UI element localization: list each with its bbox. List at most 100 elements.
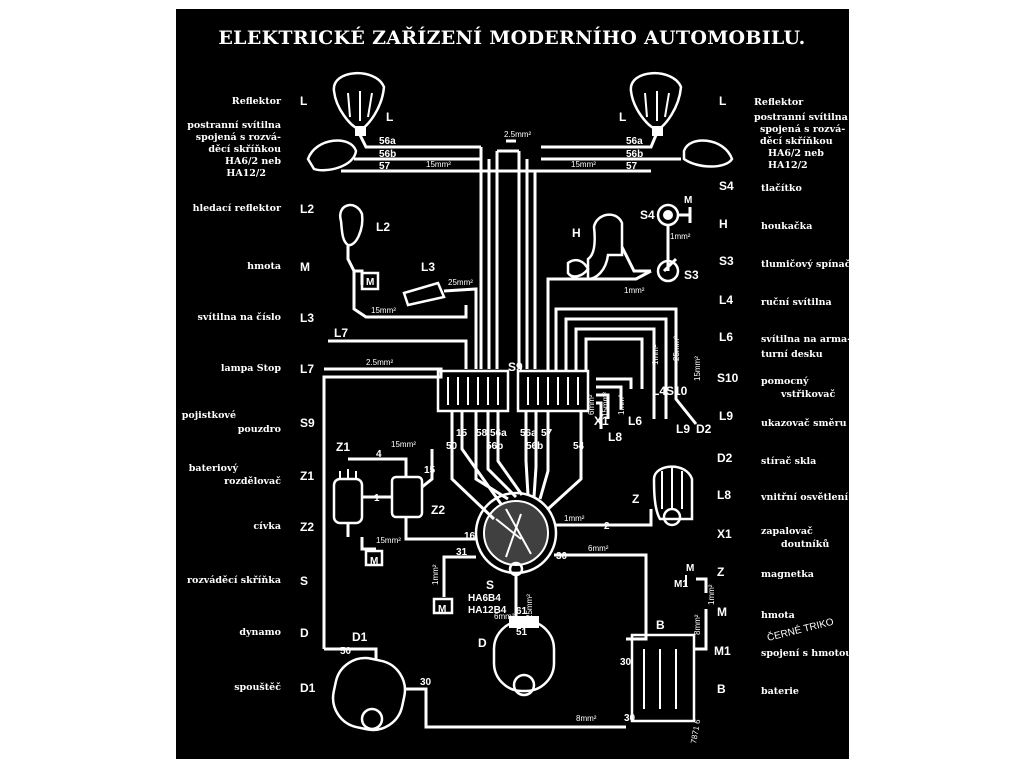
wire-16: 16 <box>464 531 476 542</box>
label-d1: D1 <box>352 630 368 644</box>
ground-left <box>354 269 380 291</box>
wire-1: 1 <box>374 493 380 504</box>
legend-left-code-z2: Z2 <box>300 520 314 534</box>
size-right-15: 15mm² <box>571 160 596 169</box>
legend-left-lampa-stop: lampa Stop <box>221 363 282 374</box>
legend-right-baterie: baterie <box>761 686 799 697</box>
size-bus-c: 1mm² <box>617 394 626 415</box>
label-l4: L4 <box>652 384 666 398</box>
legend-left-code-l7: L7 <box>300 362 314 376</box>
size-left-15: 15mm² <box>426 160 451 169</box>
label-l9: L9 <box>676 422 690 436</box>
label-d: D <box>478 636 487 650</box>
search-lamp-l2 <box>338 203 468 319</box>
size-l9: 15mm² <box>693 356 702 381</box>
wire-left-56b: 56b <box>379 149 396 160</box>
legend-left-reflektor: Reflektor <box>232 96 282 107</box>
legend-right-spojeni: spojení s hmotou <box>761 648 849 659</box>
wire-30-label: 30 <box>556 551 568 562</box>
bus-58: 58 <box>476 428 488 439</box>
legend-right-code-l6: L6 <box>719 330 733 344</box>
legend-right-postranni-1: postranní svítilna <box>754 112 848 123</box>
button-s4 <box>656 203 692 271</box>
label-l6: L6 <box>628 414 642 428</box>
legend-right-pomocny-2: vstřikovač <box>780 389 835 400</box>
right-side-lamp <box>682 139 734 168</box>
size-top: 2.5mm² <box>504 130 531 139</box>
legend-left-hledaci: hledací reflektor <box>193 203 282 214</box>
legend-left-code-d: D <box>300 626 309 640</box>
label-s4: S4 <box>640 208 655 222</box>
fuse-box-right <box>516 369 590 413</box>
size-d-feed-2: 6mm² <box>494 612 515 621</box>
legend-right-postranni-4: HA6/2 neb <box>768 148 824 159</box>
legend-left-code-s9: S9 <box>300 416 315 430</box>
label-x1: X1 <box>594 414 609 428</box>
label-m-left: M <box>366 277 374 288</box>
coil-z2 <box>348 449 476 541</box>
right-legend: L Reflektor postranní svítilna spojená s… <box>714 94 849 697</box>
wire-left-56a: 56a <box>379 136 396 147</box>
legend-right-postranni-2: spojená s rozvá- <box>760 124 845 135</box>
bus-15: 15 <box>456 428 468 439</box>
legend-left-postranni-2: spojená s rozvá- <box>196 132 281 143</box>
wiring-diagram-poster: ELEKTRICKÉ ZAŘÍZENÍ MODERNÍHO AUTOMOBILU… <box>176 9 849 759</box>
legend-right-magnetka: magnetka <box>761 569 814 580</box>
legend-right-postranni-5: HA12/2 <box>768 160 808 171</box>
label-l7: L7 <box>334 326 348 340</box>
wire-51-label: 51 <box>516 627 528 638</box>
legend-right-code-b: B <box>717 682 726 696</box>
legend-right-zapalovac-2: doutníků <box>781 539 829 550</box>
wire-30d-label: 30 <box>624 713 636 724</box>
bus-wires <box>450 411 583 521</box>
size-coil: 15mm² <box>391 440 416 449</box>
ground-box <box>432 597 454 615</box>
wire-2 <box>556 509 653 527</box>
legend-right-code-s3: S3 <box>719 254 734 268</box>
size-batt: 8mm² <box>693 614 702 635</box>
label-z: Z <box>632 492 639 506</box>
legend-left-code-l3: L3 <box>300 311 314 325</box>
legend-left-hmota: hmota <box>247 261 281 272</box>
legend-right-hmota: hmota <box>761 610 795 621</box>
wire-l7 <box>328 339 468 369</box>
wire-right-56b: 56b <box>626 149 643 160</box>
legend-right-code-z: Z <box>717 565 724 579</box>
label-ha12b4: HA12B4 <box>468 605 507 616</box>
distributor-z1 <box>332 469 364 537</box>
legend-left-code-l: L <box>300 94 307 108</box>
label-s9: S9 <box>508 360 523 374</box>
label-b: B <box>656 618 665 632</box>
legend-left-postranni-5: HA12/2 <box>226 168 266 179</box>
size-m1: 1mm² <box>707 584 716 605</box>
wire-30b-label: 30 <box>420 677 432 688</box>
size-main: 8mm² <box>576 714 597 723</box>
label-m-coil: M <box>370 556 378 567</box>
bus-56b-2: 56b <box>526 441 543 452</box>
size-s10: 25mm² <box>672 336 681 361</box>
legend-right-code-l4: L4 <box>719 293 733 307</box>
ground-coil-wire <box>360 537 376 551</box>
size-gen: 6mm² <box>588 544 609 553</box>
label-h: H <box>572 226 581 240</box>
bus-56a-2: 56a <box>520 428 537 439</box>
legend-right-armatura-2: turní desku <box>761 349 823 360</box>
size-bus-b: 15mm² <box>601 392 610 417</box>
legend-left-pojistkove-1: pojistkové <box>182 410 236 421</box>
legend-left-bateriovy-2: rozdělovač <box>224 476 281 487</box>
diagram-title: ELEKTRICKÉ ZAŘÍZENÍ MODERNÍHO AUTOMOBILU… <box>218 26 805 49</box>
bus-56b: 56b <box>486 441 503 452</box>
legend-right-code-d2: D2 <box>717 451 733 465</box>
bus-56a: 56a <box>490 428 507 439</box>
label-z1: Z1 <box>336 440 350 454</box>
legend-right-tlumicovy: tlumičový spínač <box>761 259 849 270</box>
legend-right-postranni-3: děcí skříňkou <box>760 136 833 147</box>
wire-30 <box>554 553 648 641</box>
legend-right-code-s4: S4 <box>719 179 734 193</box>
legend-right-code-x1: X1 <box>717 527 732 541</box>
wire-31 <box>442 555 476 597</box>
size-coil-2: 15mm² <box>376 536 401 545</box>
wire-31-label: 31 <box>456 547 468 558</box>
size-horn: 1mm² <box>624 286 645 295</box>
legend-left-postranni-1: postranní svítilna <box>187 120 281 131</box>
